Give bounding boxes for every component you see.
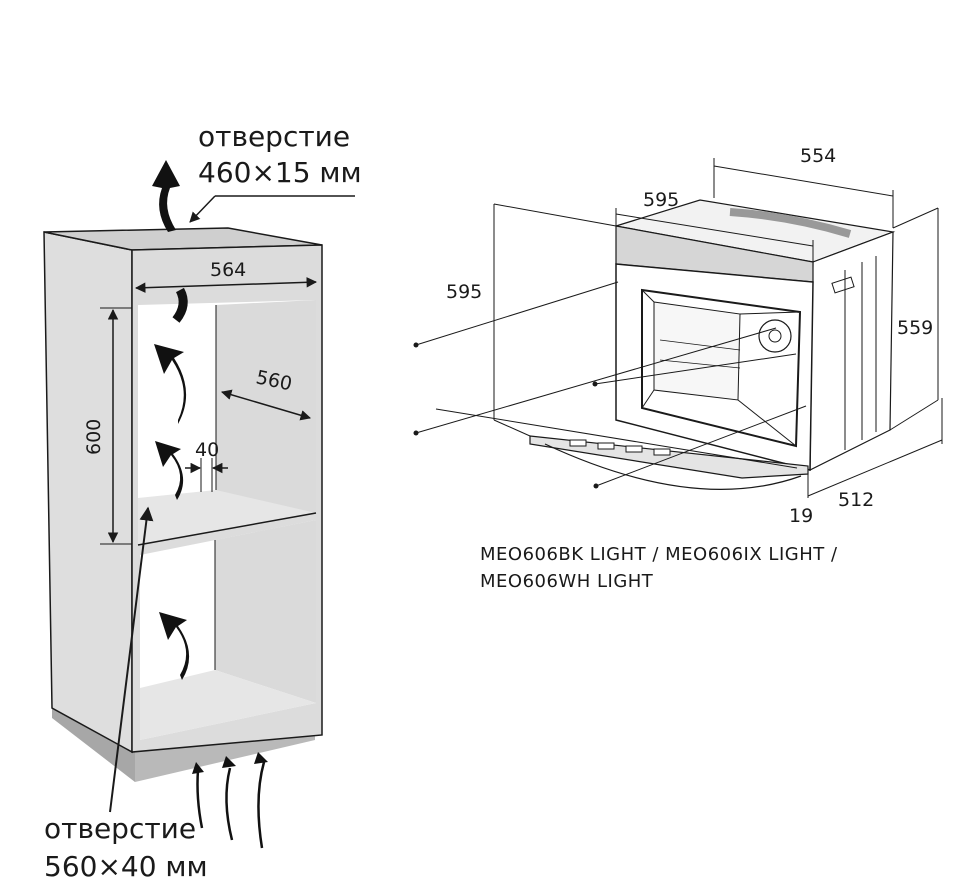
airflow-arrows: [152, 160, 268, 849]
bottom-vent-label: отверстие: [44, 812, 196, 845]
oven-drawing: 554 595 595 559 512 19 MEO606BK LIGHT / …: [413, 145, 943, 592]
oven-top-width-label: 554: [800, 145, 836, 167]
bottom-vent-size: 560×40 мм: [44, 850, 208, 883]
model-line-1: MEO606BK LIGHT / MEO606IX LIGHT /: [480, 544, 838, 565]
cabinet-side-panel: [43, 231, 133, 754]
cabinet-width-label: 564: [210, 259, 246, 281]
top-vent-size: 460×15 мм: [198, 156, 362, 189]
oven-front-width-label: 595: [643, 189, 679, 211]
fan-icon: [758, 319, 792, 353]
door-slots: [569, 439, 671, 456]
door-offset-label: 19: [789, 505, 813, 527]
model-line-2: MEO606WH LIGHT: [480, 571, 654, 592]
gap-label: 40: [195, 439, 219, 461]
top-vent-label: отверстие: [198, 120, 350, 153]
cabinet-height-label: 600: [83, 419, 105, 455]
cabinet-drawing: 564 600 560 40 отверстие 460×15 мм отвер…: [43, 120, 362, 883]
oven-front-height-label: 595: [446, 281, 482, 303]
leader-lines: [413, 281, 807, 489]
oven-depth-label: 512: [838, 489, 874, 511]
oven-side: [809, 231, 894, 471]
oven-body-height-label: 559: [897, 317, 933, 339]
